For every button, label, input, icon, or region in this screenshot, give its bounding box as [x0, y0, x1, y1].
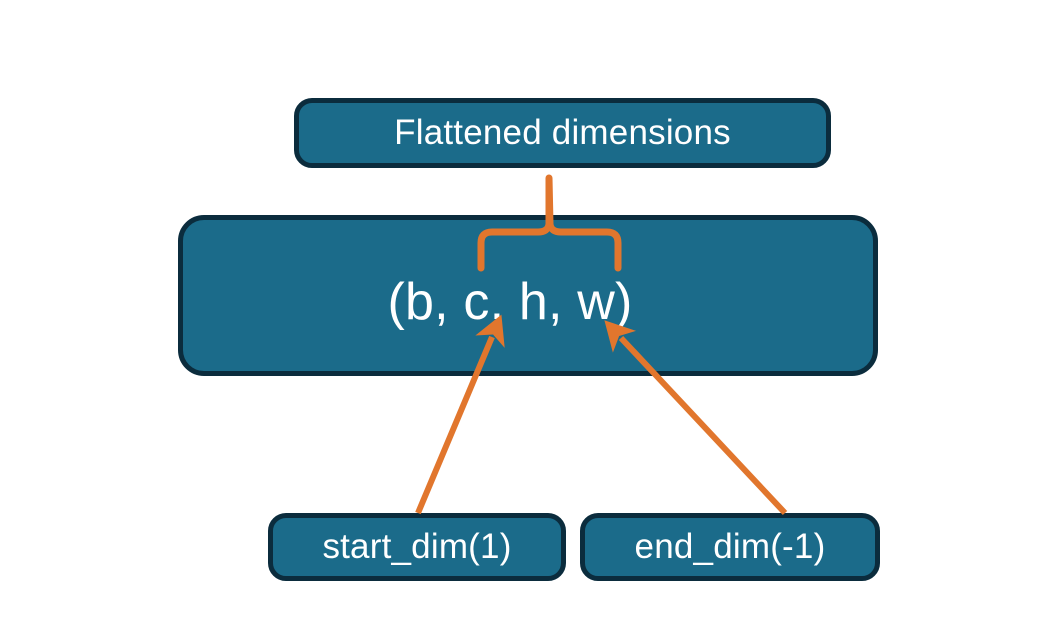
node-end-dim-label: end_dim(-1)	[634, 526, 826, 566]
node-flattened-dimensions-label: Flattened dimensions	[394, 112, 731, 152]
node-tensor-shape-label: (b, c, h, w)	[387, 273, 633, 331]
node-tensor-shape[interactable]: (b, c, h, w)	[178, 215, 878, 376]
node-start-dim-label: start_dim(1)	[322, 526, 512, 566]
node-end-dim[interactable]: end_dim(-1)	[580, 513, 880, 581]
node-start-dim[interactable]: start_dim(1)	[268, 513, 566, 581]
node-flattened-dimensions[interactable]: Flattened dimensions	[294, 98, 831, 168]
